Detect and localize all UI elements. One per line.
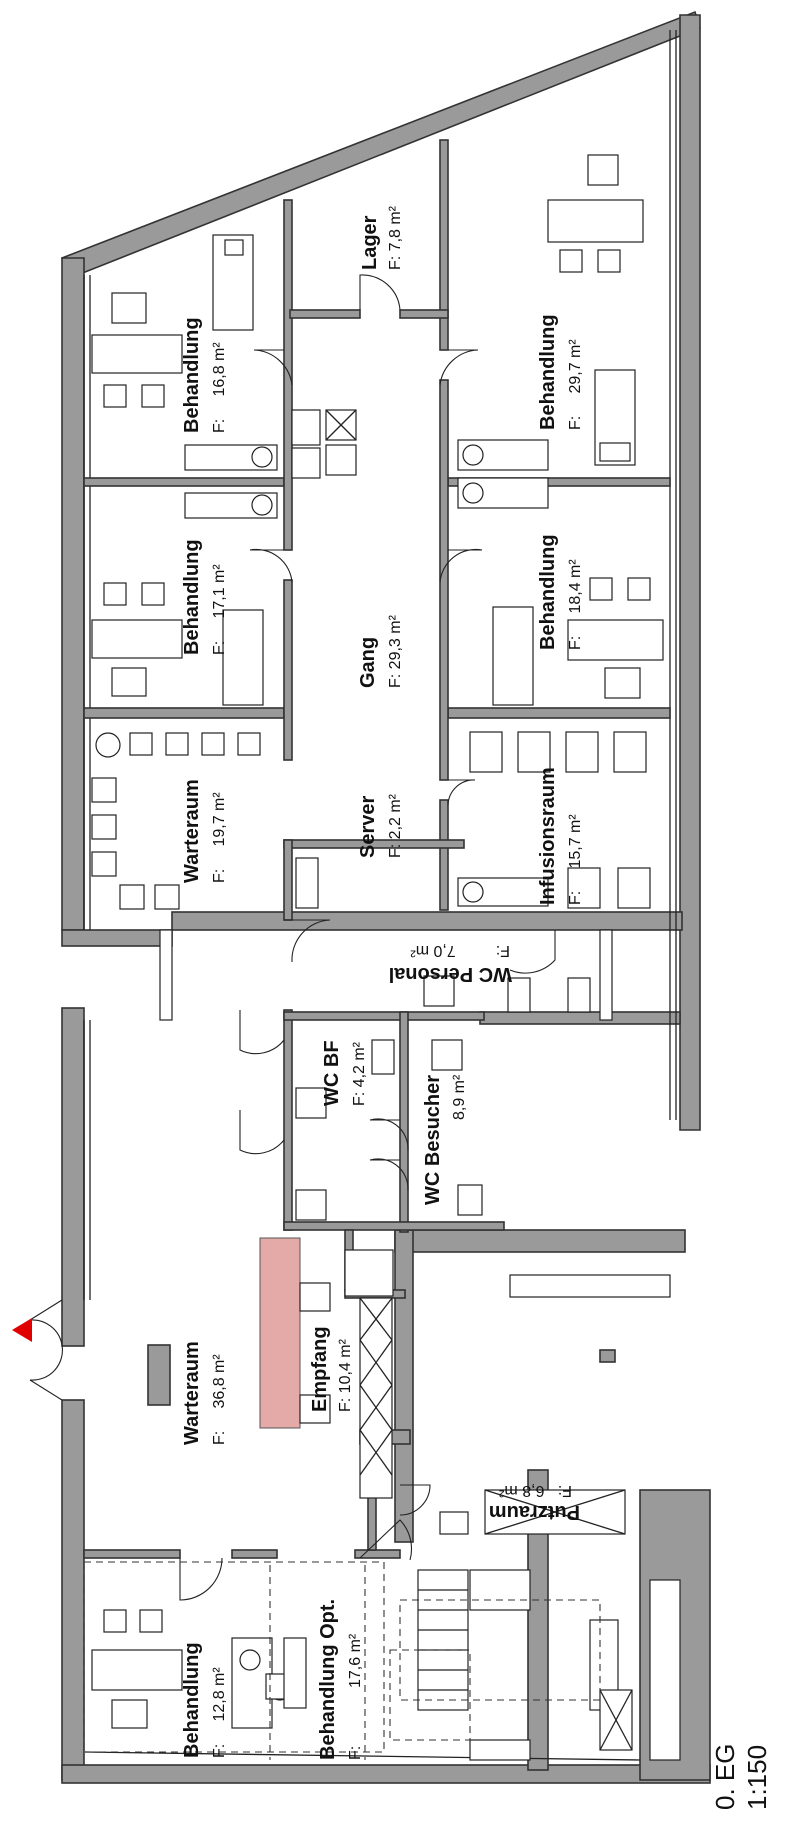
area-prefix: F: [347,1745,364,1760]
furniture [91,154,681,1761]
doors [29,274,556,1601]
room-name: Infusionsraum [537,767,559,905]
area-prefix: F: [351,1091,368,1106]
area-value: 8,9 m² [451,1074,468,1120]
area-value: 17,6 m² [347,1633,364,1688]
area-value: 2,2 m² [387,793,404,840]
room-area: F: 29,3 m² [387,615,404,688]
room-area: F: 36,8 m² [211,1354,228,1445]
area-value: 4,2 m² [351,1041,368,1088]
room-name: Lager [359,215,381,270]
room-name: Behandlung [181,1642,203,1758]
area-value: 6,8 m² [499,1482,545,1499]
area-value: 7,0 m² [410,942,456,959]
room-area: F: 17,6 m² [347,1633,364,1760]
room-area: F: 15,7 m² [567,814,584,905]
room-area: F: 10,4 m² [337,1339,354,1412]
entrance-arrow-icon [12,1318,32,1342]
room-name: Putzraum [488,1501,580,1523]
area-prefix: F: [387,673,404,688]
area-value: 7,8 m² [387,205,404,252]
room-area: F: 29,7 m² [567,339,584,430]
room-name: Behandlung Opt. [317,1598,339,1760]
interior-walls [83,139,671,1559]
room-name: Server [357,795,379,858]
room-area: F: 16,8 m² [211,342,228,433]
room-area: F: 7,0 m² [410,942,510,959]
area-value: 36,8 m² [211,1354,228,1409]
room-name: WC BF [321,1040,343,1106]
area-value: 29,3 m² [387,615,404,670]
room-area: F: 4,2 m² [351,1041,368,1106]
area-prefix: F: [211,418,228,433]
room-name: Behandlung [181,539,203,655]
area-prefix: F: [387,255,404,270]
room-area: F: 7,8 m² [387,205,404,270]
scale-label: 1:150 [742,1744,772,1810]
area-prefix: F: [337,1397,354,1412]
room-name: Empfang [309,1326,331,1412]
area-prefix: F: [557,1482,572,1499]
room-area: F: 18,4 m² [567,559,584,650]
area-value: 18,4 m² [567,559,584,614]
room-area: F: 2,2 m² [387,793,404,858]
area-prefix: F: [211,1743,228,1758]
room-name: Behandlung [537,534,559,650]
room-name: Gang [357,636,379,688]
area-prefix: F: [495,942,510,959]
area-value: 10,4 m² [337,1339,354,1394]
room-name: Behandlung [181,317,203,433]
area-value: 19,7 m² [211,792,228,847]
area-prefix: F: [211,868,228,883]
area-value: 16,8 m² [211,342,228,397]
room-area: F: 17,1 m² [211,564,228,655]
area-value: 17,1 m² [211,564,228,619]
room-area: F: 6,8 m² [499,1482,572,1499]
area-prefix: F: [567,635,584,650]
windows [83,30,677,1761]
area-prefix: F: [567,415,584,430]
area-value: 15,7 m² [567,814,584,869]
dashed-lines [83,1561,601,1760]
area-prefix: F: [387,843,404,858]
area-prefix: F: [567,890,584,905]
room-area: 8,9 m² [451,1074,468,1120]
area-prefix: F: [211,1430,228,1445]
room-name: WC Personal [388,963,512,985]
floor-label: 0. EG [710,1743,740,1810]
room-area: F: 12,8 m² [211,1667,228,1758]
room-name: Warteraum [181,779,203,883]
room-name: Warteraum [181,1341,203,1445]
area-prefix: F: [211,640,228,655]
room-name: Behandlung [537,314,559,430]
room-area: F: 19,7 m² [211,792,228,883]
room-name: WC Besucher [422,1074,444,1205]
area-value: 29,7 m² [567,339,584,394]
area-value: 12,8 m² [211,1667,228,1722]
